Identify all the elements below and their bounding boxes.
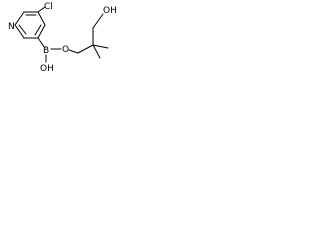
ring-bond-c6-n-inner — [18, 24, 27, 35]
bond-quaternary-methyl-1 — [92, 44, 101, 59]
bond-quaternary-methyl-2 — [92, 44, 109, 49]
ring-bond-c4-c5-inner — [34, 24, 42, 36]
chlorine-label: Cl — [44, 2, 53, 12]
oxygen-label: O — [62, 45, 69, 55]
ring-bond-c4-c5 — [37, 24, 46, 39]
boron-label: B — [43, 46, 49, 56]
nitrogen-label: N — [8, 22, 15, 32]
bond-ring-chlorine — [37, 6, 46, 13]
ring-bond-c3-c4 — [37, 11, 46, 26]
bond-ch2-quaternary — [77, 44, 94, 54]
top-hydroxyl-label: OH — [103, 6, 117, 16]
chemical-structure-diagram: N Cl B OH O OH — [8, 2, 117, 74]
ring-bond-n-c2 — [14, 11, 25, 26]
bond-ring-boron — [37, 37, 46, 49]
ring-bond-c6-n — [14, 24, 25, 39]
bond-oxygen-ch2 — [68, 49, 79, 54]
pyridine-ring — [14, 11, 46, 39]
boron-hydroxyl-label: OH — [40, 64, 54, 74]
bond-ch2-hydroxyl-top — [92, 13, 104, 29]
